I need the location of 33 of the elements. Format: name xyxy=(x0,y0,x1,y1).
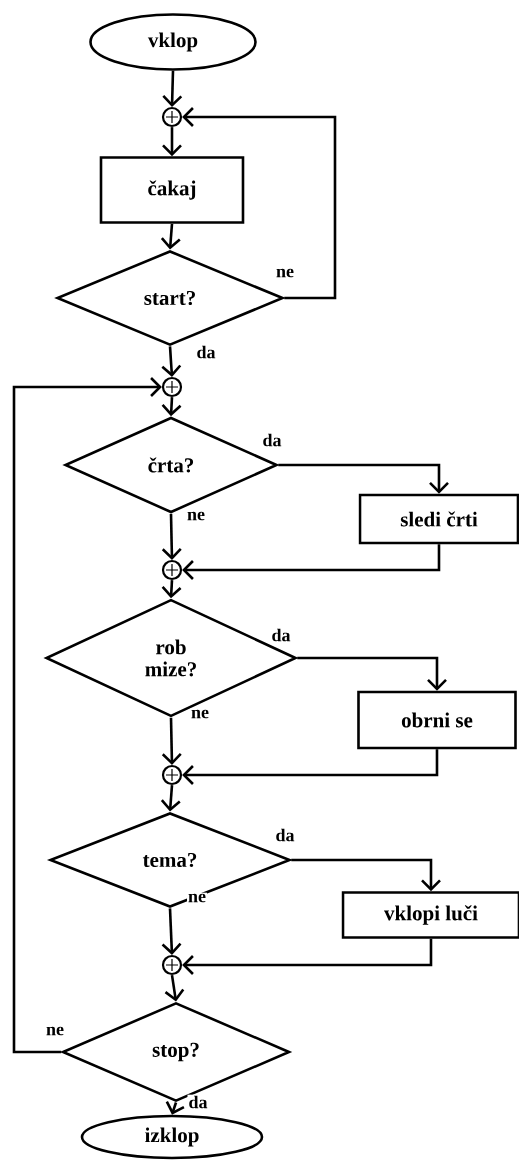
arrow xyxy=(160,223,181,250)
arrow xyxy=(12,377,162,1054)
edge-label: da xyxy=(261,432,283,448)
arrow xyxy=(160,785,181,812)
arrow xyxy=(164,974,185,1002)
junction-circle xyxy=(161,106,183,128)
arrow xyxy=(182,107,337,300)
junction-circle xyxy=(161,764,183,786)
arrow xyxy=(182,544,441,580)
process-box: čakaj xyxy=(99,156,245,224)
edge-label: ne xyxy=(190,708,210,720)
junction-circle xyxy=(161,376,183,398)
process-box: sledi črti xyxy=(358,493,519,545)
arrow xyxy=(162,127,182,157)
arrow xyxy=(161,346,182,377)
arrow xyxy=(182,938,433,975)
arrow xyxy=(278,463,449,494)
arrow xyxy=(161,717,182,765)
edge-label: da xyxy=(274,827,296,843)
junction-circle xyxy=(161,559,183,581)
edge-label: ne xyxy=(187,892,207,904)
arrow xyxy=(291,858,441,892)
arrow xyxy=(161,908,182,955)
process-box: obrni se xyxy=(357,690,517,750)
arrow xyxy=(161,513,182,560)
junction-circle xyxy=(161,954,183,976)
process-box: vklopi luči xyxy=(341,891,519,939)
arrow xyxy=(162,70,183,107)
edge-label: da xyxy=(270,627,292,643)
arrow xyxy=(182,749,439,785)
arrow xyxy=(297,656,447,691)
edge-label: da xyxy=(187,1094,209,1110)
edge-label: da xyxy=(195,344,217,360)
